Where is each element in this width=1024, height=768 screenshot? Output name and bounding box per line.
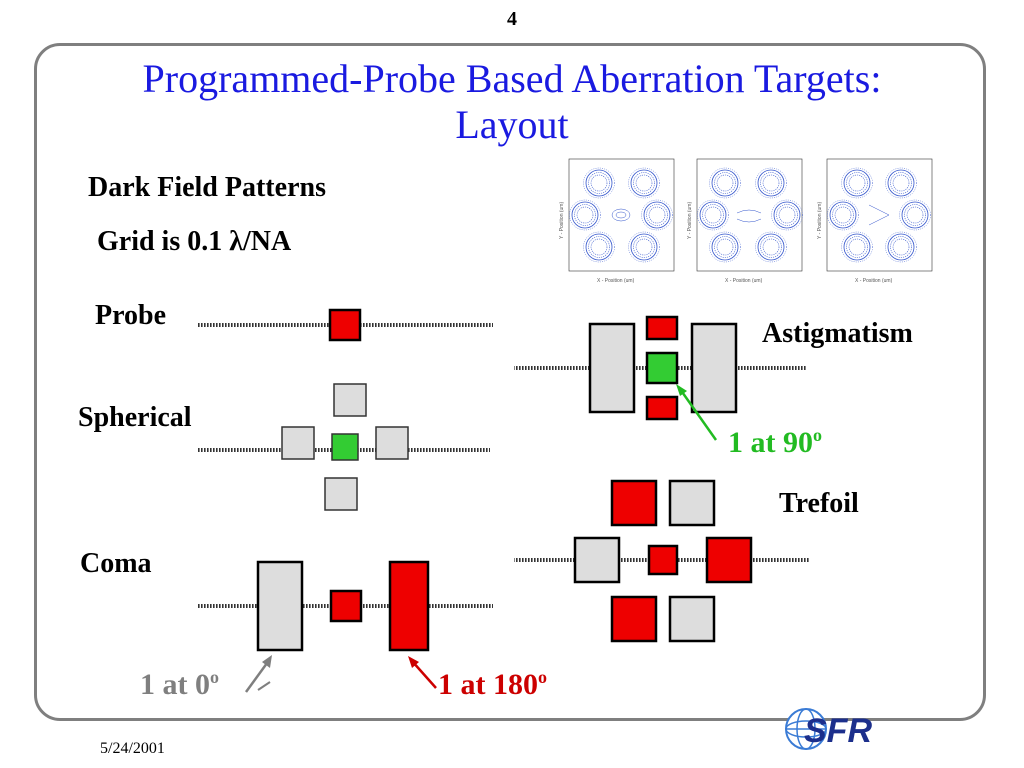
logo-text: SFR bbox=[804, 712, 872, 750]
degree-sup: o bbox=[538, 667, 547, 687]
trefoil-pattern bbox=[514, 479, 809, 643]
sfr-logo: SFR bbox=[785, 708, 872, 750]
y-axis-label-2: Y - Position (um) bbox=[687, 202, 693, 239]
x-axis-label-1: X - Position (um) bbox=[597, 278, 635, 284]
grid-note-prefix: Grid is 0.1 bbox=[97, 226, 230, 257]
probe-label: Probe bbox=[95, 300, 167, 331]
slide-title: Programmed-Probe Based Aberration Target… bbox=[40, 56, 984, 148]
spherical-label: Spherical bbox=[78, 402, 192, 433]
coma-right-value: 1 at 180 bbox=[438, 668, 538, 701]
slide-frame bbox=[34, 43, 986, 721]
grid-note-suffix: /NA bbox=[243, 226, 292, 257]
coma-left-annotation: 1 at 0o bbox=[140, 668, 219, 702]
coma-left-value: 1 at 0 bbox=[140, 668, 210, 701]
spherical-pattern bbox=[198, 383, 490, 511]
astigmatism-phase-value: 1 at 90 bbox=[728, 426, 813, 459]
coma-pattern bbox=[198, 560, 493, 693]
astigmatism-label: Astigmatism bbox=[762, 318, 913, 349]
x-axis-label-3: X - Position (um) bbox=[855, 278, 893, 284]
lambda-symbol: λ bbox=[229, 226, 243, 257]
degree-sup: o bbox=[210, 667, 219, 687]
contour-panel-2: X - Position (um) Y - Position (um) bbox=[687, 158, 803, 284]
astigmatism-pattern bbox=[514, 315, 806, 441]
slide-number: 4 bbox=[507, 8, 517, 30]
dark-field-heading: Dark Field Patterns bbox=[88, 172, 326, 203]
coma-right-annotation: 1 at 180o bbox=[438, 668, 547, 702]
contour-panel-1: X - Position (um) Y - Position (um) bbox=[559, 158, 675, 284]
contour-plots: X - Position (um) Y - Position (um) X - … bbox=[559, 158, 933, 284]
grid-note: Grid is 0.1 λ/NA bbox=[97, 226, 291, 258]
slide-title-line2: Layout bbox=[455, 102, 569, 147]
probe-pattern bbox=[198, 308, 493, 342]
y-axis-label-1: Y - Position (um) bbox=[559, 202, 565, 239]
globe-icon bbox=[785, 708, 827, 750]
contour-panel-3: X - Position (um) Y - Position (um) bbox=[817, 158, 933, 284]
x-axis-label-2: X - Position (um) bbox=[725, 278, 763, 284]
trefoil-label: Trefoil bbox=[779, 488, 859, 519]
astigmatism-phase-annotation: 1 at 90o bbox=[728, 426, 822, 460]
slide-title-line1: Programmed-Probe Based Aberration Target… bbox=[142, 56, 882, 101]
slide-date: 5/24/2001 bbox=[100, 740, 165, 757]
coma-label: Coma bbox=[80, 548, 152, 579]
degree-sup: o bbox=[813, 425, 822, 445]
y-axis-label-3: Y - Position (um) bbox=[817, 202, 823, 239]
